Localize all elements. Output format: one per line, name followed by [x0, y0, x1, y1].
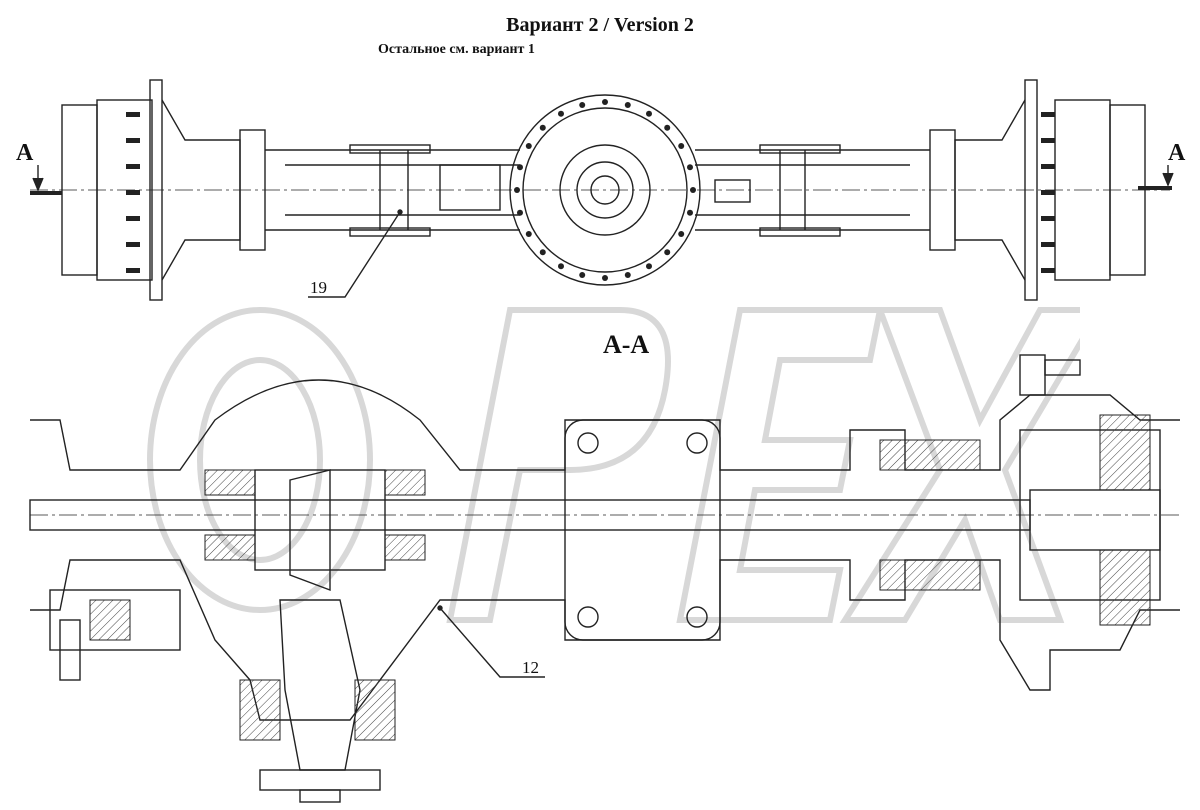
- carrier-bolt: [525, 143, 532, 149]
- hub-stud: [1041, 138, 1055, 143]
- hub-stud: [126, 216, 140, 221]
- section-arrow-right: [1138, 165, 1174, 190]
- callout-19: 19: [310, 278, 327, 297]
- hub-stud: [126, 138, 140, 143]
- section-marker-left: A: [16, 140, 34, 166]
- right-axle-tube: [695, 149, 930, 231]
- hub-stud: [1041, 112, 1055, 117]
- carrier-bolt: [678, 143, 685, 149]
- hub-stud: [126, 190, 140, 195]
- hub-stud: [1041, 190, 1055, 195]
- hub-studs: [126, 112, 1055, 273]
- carrier-bolt: [664, 249, 671, 256]
- carrier-bolt: [525, 231, 532, 237]
- section-arrow-left: [30, 165, 62, 195]
- carrier-bolt: [678, 231, 685, 237]
- carrier-bolt: [539, 124, 546, 131]
- carrier-bolt: [624, 101, 631, 108]
- carrier-bolt: [558, 110, 564, 117]
- carrier-bolt: [539, 249, 546, 256]
- hub-stud: [1041, 216, 1055, 221]
- carrier-bolts: [514, 99, 696, 281]
- differential-gears: [254, 469, 386, 571]
- carrier-bolt: [558, 263, 564, 270]
- carrier-bolt: [646, 263, 652, 270]
- hub-stud: [126, 268, 140, 273]
- carrier-bolt: [516, 164, 523, 171]
- callout-12-leader: [439, 607, 545, 678]
- carrier-bolt: [602, 275, 608, 281]
- hub-stud: [1041, 268, 1055, 273]
- carrier-bolt: [579, 272, 586, 279]
- hub-stud: [1041, 242, 1055, 247]
- carrier-bolt: [514, 187, 520, 193]
- carrier-bolt: [646, 110, 652, 117]
- callout-12: 12: [522, 658, 539, 677]
- carrier-bolt: [579, 101, 586, 108]
- carrier-bolt: [687, 164, 694, 171]
- hub-stud: [126, 112, 140, 117]
- page-subtitle: Остальное см. вариант 1: [378, 42, 535, 57]
- carrier-bolt: [624, 272, 631, 279]
- carrier-bolt: [690, 187, 696, 193]
- left-axle-tube: [265, 149, 520, 231]
- hub-stud: [126, 164, 140, 169]
- carrier-bolt: [602, 99, 608, 105]
- pinion-housing: [279, 599, 361, 771]
- page-title: Вариант 2 / Version 2: [506, 14, 694, 36]
- hub-stud: [126, 242, 140, 247]
- top-view-axle: [30, 79, 1170, 301]
- bracket-left: [49, 589, 181, 651]
- section-marker-right: A: [1168, 140, 1186, 166]
- carrier-bolt: [516, 209, 523, 216]
- carrier-bolt: [687, 209, 694, 216]
- hub-stud: [1041, 164, 1055, 169]
- callout-19-leader: [308, 211, 401, 298]
- section-view-housing: [29, 354, 1180, 803]
- carrier-bolt: [664, 124, 671, 131]
- section-title: A-A: [603, 330, 650, 359]
